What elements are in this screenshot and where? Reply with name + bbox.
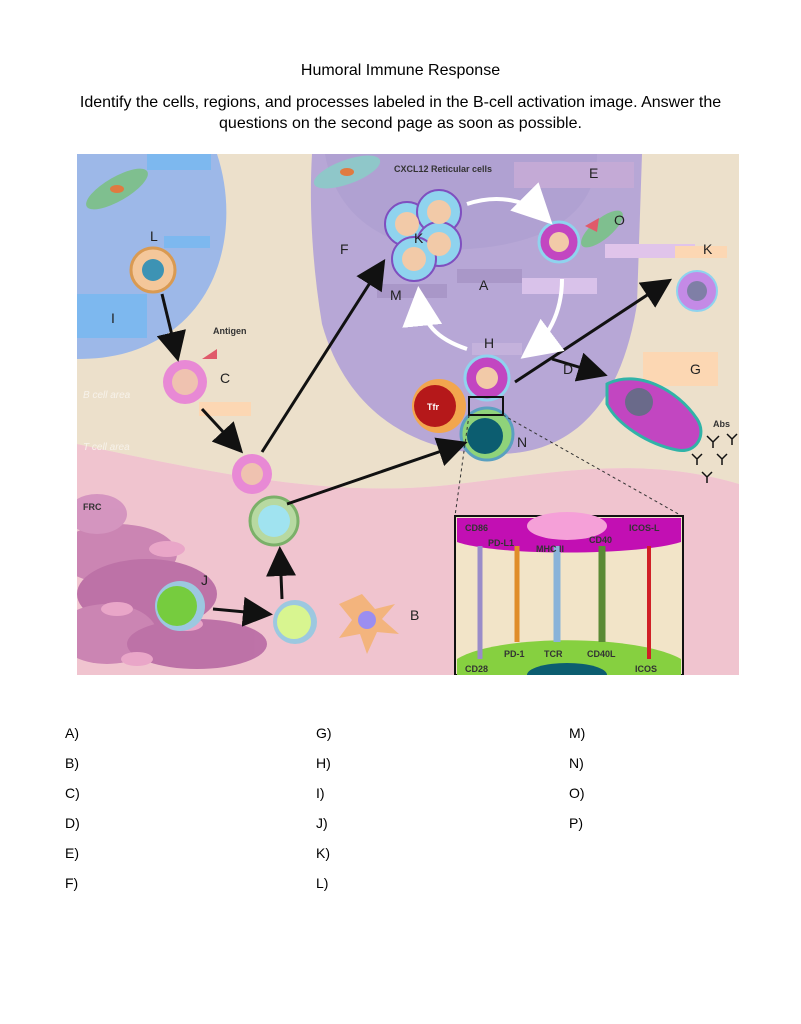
cell-t-upper xyxy=(248,495,300,547)
label-box xyxy=(457,269,522,283)
letter-D: D xyxy=(563,361,573,377)
synapse-inset xyxy=(454,512,684,675)
label-box xyxy=(472,343,522,355)
gc-cycle-arrows xyxy=(402,182,565,359)
mhc2-label: MHC II xyxy=(536,544,564,554)
cd40l-label: CD40L xyxy=(587,649,616,659)
letter-A: A xyxy=(479,277,489,293)
reticular-cell-top xyxy=(313,155,381,189)
cell-K-cluster xyxy=(384,189,462,282)
label-box xyxy=(164,236,210,248)
cd40-label: CD40 xyxy=(589,535,612,545)
letter-K-second: K xyxy=(703,241,713,257)
letter-M: M xyxy=(390,287,402,303)
cxcl12-label: CXCL12 Reticular cells xyxy=(394,164,492,174)
cell-J xyxy=(155,581,205,631)
answer-label: B) xyxy=(65,755,79,771)
answer-label: K) xyxy=(316,845,330,861)
answer-label: E) xyxy=(65,845,79,861)
letter-O: O xyxy=(614,212,625,228)
letter-J: J xyxy=(201,572,208,588)
t-cell-area-label: T cell area xyxy=(83,442,130,453)
letter-F: F xyxy=(340,241,349,257)
cell-K-memory xyxy=(676,270,718,312)
answer-label: A) xyxy=(65,725,79,741)
label-box xyxy=(522,278,597,294)
page-title: Humoral Immune Response xyxy=(300,62,501,79)
zoom-box xyxy=(468,396,504,416)
letter-L: L xyxy=(150,228,158,244)
pd1-label: PD-1 xyxy=(504,649,525,659)
cell-H xyxy=(463,354,511,402)
icos-label: ICOS xyxy=(635,664,657,674)
answer-label: D) xyxy=(65,815,80,831)
label-box xyxy=(675,246,727,258)
label-box xyxy=(643,352,718,386)
cell-N-tfh xyxy=(459,406,515,462)
letter-C: C xyxy=(220,370,230,386)
answer-label: M) xyxy=(569,725,586,741)
answer-label: C) xyxy=(65,785,80,801)
cell-C xyxy=(163,349,217,404)
cell-t-lower xyxy=(273,600,317,644)
answer-label: P) xyxy=(569,815,583,831)
reticular-cell-topleft xyxy=(86,168,148,210)
cell-Tfr xyxy=(412,379,466,433)
letter-N: N xyxy=(517,434,527,450)
label-box xyxy=(514,162,634,188)
instructions: Identify the cells, regions, and process… xyxy=(79,94,722,132)
cell-pre-tfh-b xyxy=(232,454,272,494)
label-box xyxy=(377,284,447,298)
tfr-label: Tfr xyxy=(427,402,439,412)
process-arrows xyxy=(156,258,673,627)
answer-list: A) B) C) D) E) F) G) H) I) J) K) L) M) N… xyxy=(0,725,801,925)
b-cell-activation-figure: CD86 PD-L1 MHC II CD40 ICOS-L PD-1 TCR C… xyxy=(77,154,739,675)
cell-L xyxy=(129,246,177,294)
cell-O-centrocyte xyxy=(537,210,623,264)
antigen-label: Antigen xyxy=(213,326,247,336)
letter-H: H xyxy=(484,335,494,351)
antibodies xyxy=(691,433,738,483)
answer-label: I) xyxy=(316,785,325,801)
answer-label: J) xyxy=(316,815,328,831)
b-cell-area-label: B cell area xyxy=(83,390,131,401)
frc-label: FRC xyxy=(83,502,102,512)
cd28-label: CD28 xyxy=(465,664,488,674)
answer-label: H) xyxy=(316,755,331,771)
letter-B: B xyxy=(410,607,419,623)
answer-label: N) xyxy=(569,755,584,771)
answer-label: F) xyxy=(65,875,79,891)
label-box xyxy=(199,402,251,416)
answer-label: O) xyxy=(569,785,585,801)
label-box xyxy=(605,244,695,258)
label-box xyxy=(77,294,147,338)
letter-I: I xyxy=(111,310,115,326)
answer-label: G) xyxy=(316,725,332,741)
tcr-label: TCR xyxy=(544,649,563,659)
answer-label: L) xyxy=(316,875,329,891)
letter-E: E xyxy=(589,165,598,181)
cell-G-plasma xyxy=(605,377,703,452)
letter-G: G xyxy=(690,361,701,377)
pdl1-label: PD-L1 xyxy=(488,538,514,548)
cell-B-dendritic xyxy=(339,594,399,654)
cd86-label: CD86 xyxy=(465,523,488,533)
label-box xyxy=(147,154,211,170)
abs-label: Abs xyxy=(713,419,730,429)
icosl-label: ICOS-L xyxy=(629,523,660,533)
letter-K: K xyxy=(414,230,424,246)
